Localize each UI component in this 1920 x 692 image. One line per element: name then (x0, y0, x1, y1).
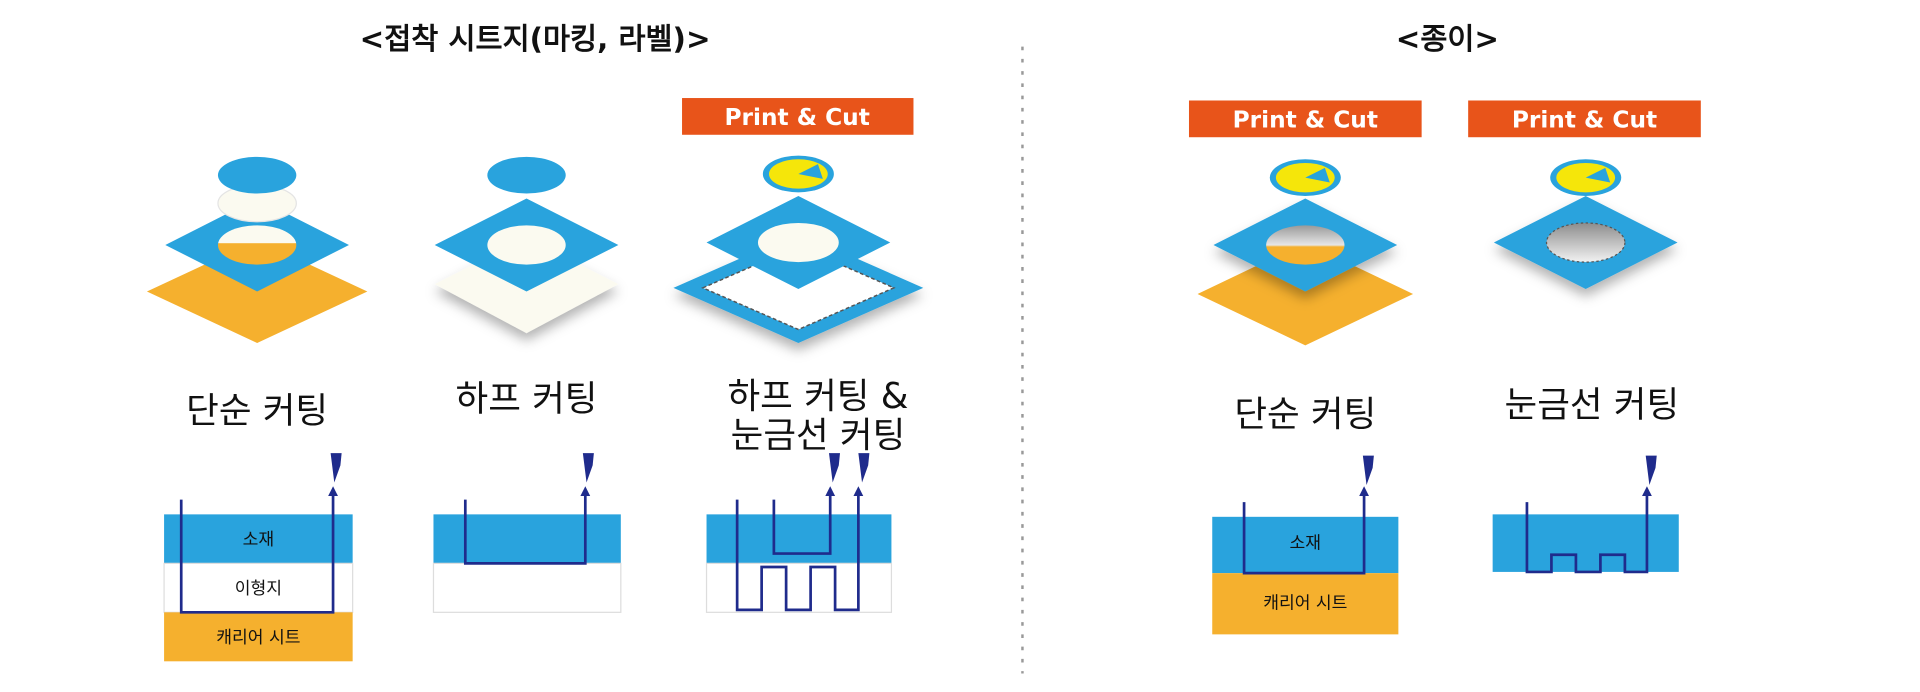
svg-text:소재: 소재 (1290, 534, 1322, 554)
column-label: 눈금선 커팅 (731, 415, 906, 456)
layer-diagram-simple-cut-adhesive: 소재 이형지 캐리어 시트 (163, 453, 354, 662)
illustration-grid-cut-paper (1493, 159, 1678, 290)
svg-text:Print & Cut: Print & Cut (724, 104, 869, 131)
layer-diagram-grid-cut-paper (1492, 455, 1679, 574)
blade-icon (828, 453, 840, 483)
svg-text:Print & Cut: Print & Cut (1233, 106, 1378, 133)
svg-text:Print & Cut: Print & Cut (1512, 106, 1657, 133)
layer-diagram-simple-cut-paper: 소재 캐리어 시트 (1212, 455, 1399, 635)
illustration-simple-cut-adhesive (146, 156, 368, 343)
column-label: 단순 커팅 (1234, 394, 1376, 435)
layer-diagram-half-and-grid-cut (705, 453, 893, 613)
blade-icon (1362, 455, 1374, 485)
registration-mark-icon (1550, 159, 1622, 196)
illustration-half-cut (434, 156, 619, 334)
print-cut-badge: Print & Cut (1188, 100, 1422, 138)
column-label: 단순 커팅 (186, 391, 328, 432)
column-label: 눈금선 커팅 (1505, 384, 1680, 425)
column-label: 하프 커팅 & (728, 376, 909, 417)
blade-icon (1645, 455, 1657, 485)
blade-icon (330, 453, 342, 483)
svg-text:이형지: 이형지 (235, 579, 282, 599)
section-title-adhesive: <접착 시트지(마킹, 라벨)> (360, 22, 711, 56)
layer-diagram-half-cut (432, 453, 622, 613)
column-label: 하프 커팅 (456, 378, 598, 419)
print-cut-badge: Print & Cut (682, 98, 914, 135)
illustration-simple-cut-paper (1197, 159, 1414, 346)
svg-text:소재: 소재 (243, 530, 275, 550)
blade-icon (582, 453, 594, 483)
print-cut-badge: Print & Cut (1468, 100, 1701, 138)
registration-mark-icon (762, 155, 834, 193)
blade-icon (858, 453, 870, 483)
illustration-half-and-grid-cut (673, 155, 924, 343)
svg-text:캐리어 시트: 캐리어 시트 (216, 628, 300, 648)
section-title-paper: <종이> (1396, 22, 1499, 56)
registration-mark-icon (1269, 159, 1341, 196)
svg-text:캐리어 시트: 캐리어 시트 (1263, 594, 1347, 614)
